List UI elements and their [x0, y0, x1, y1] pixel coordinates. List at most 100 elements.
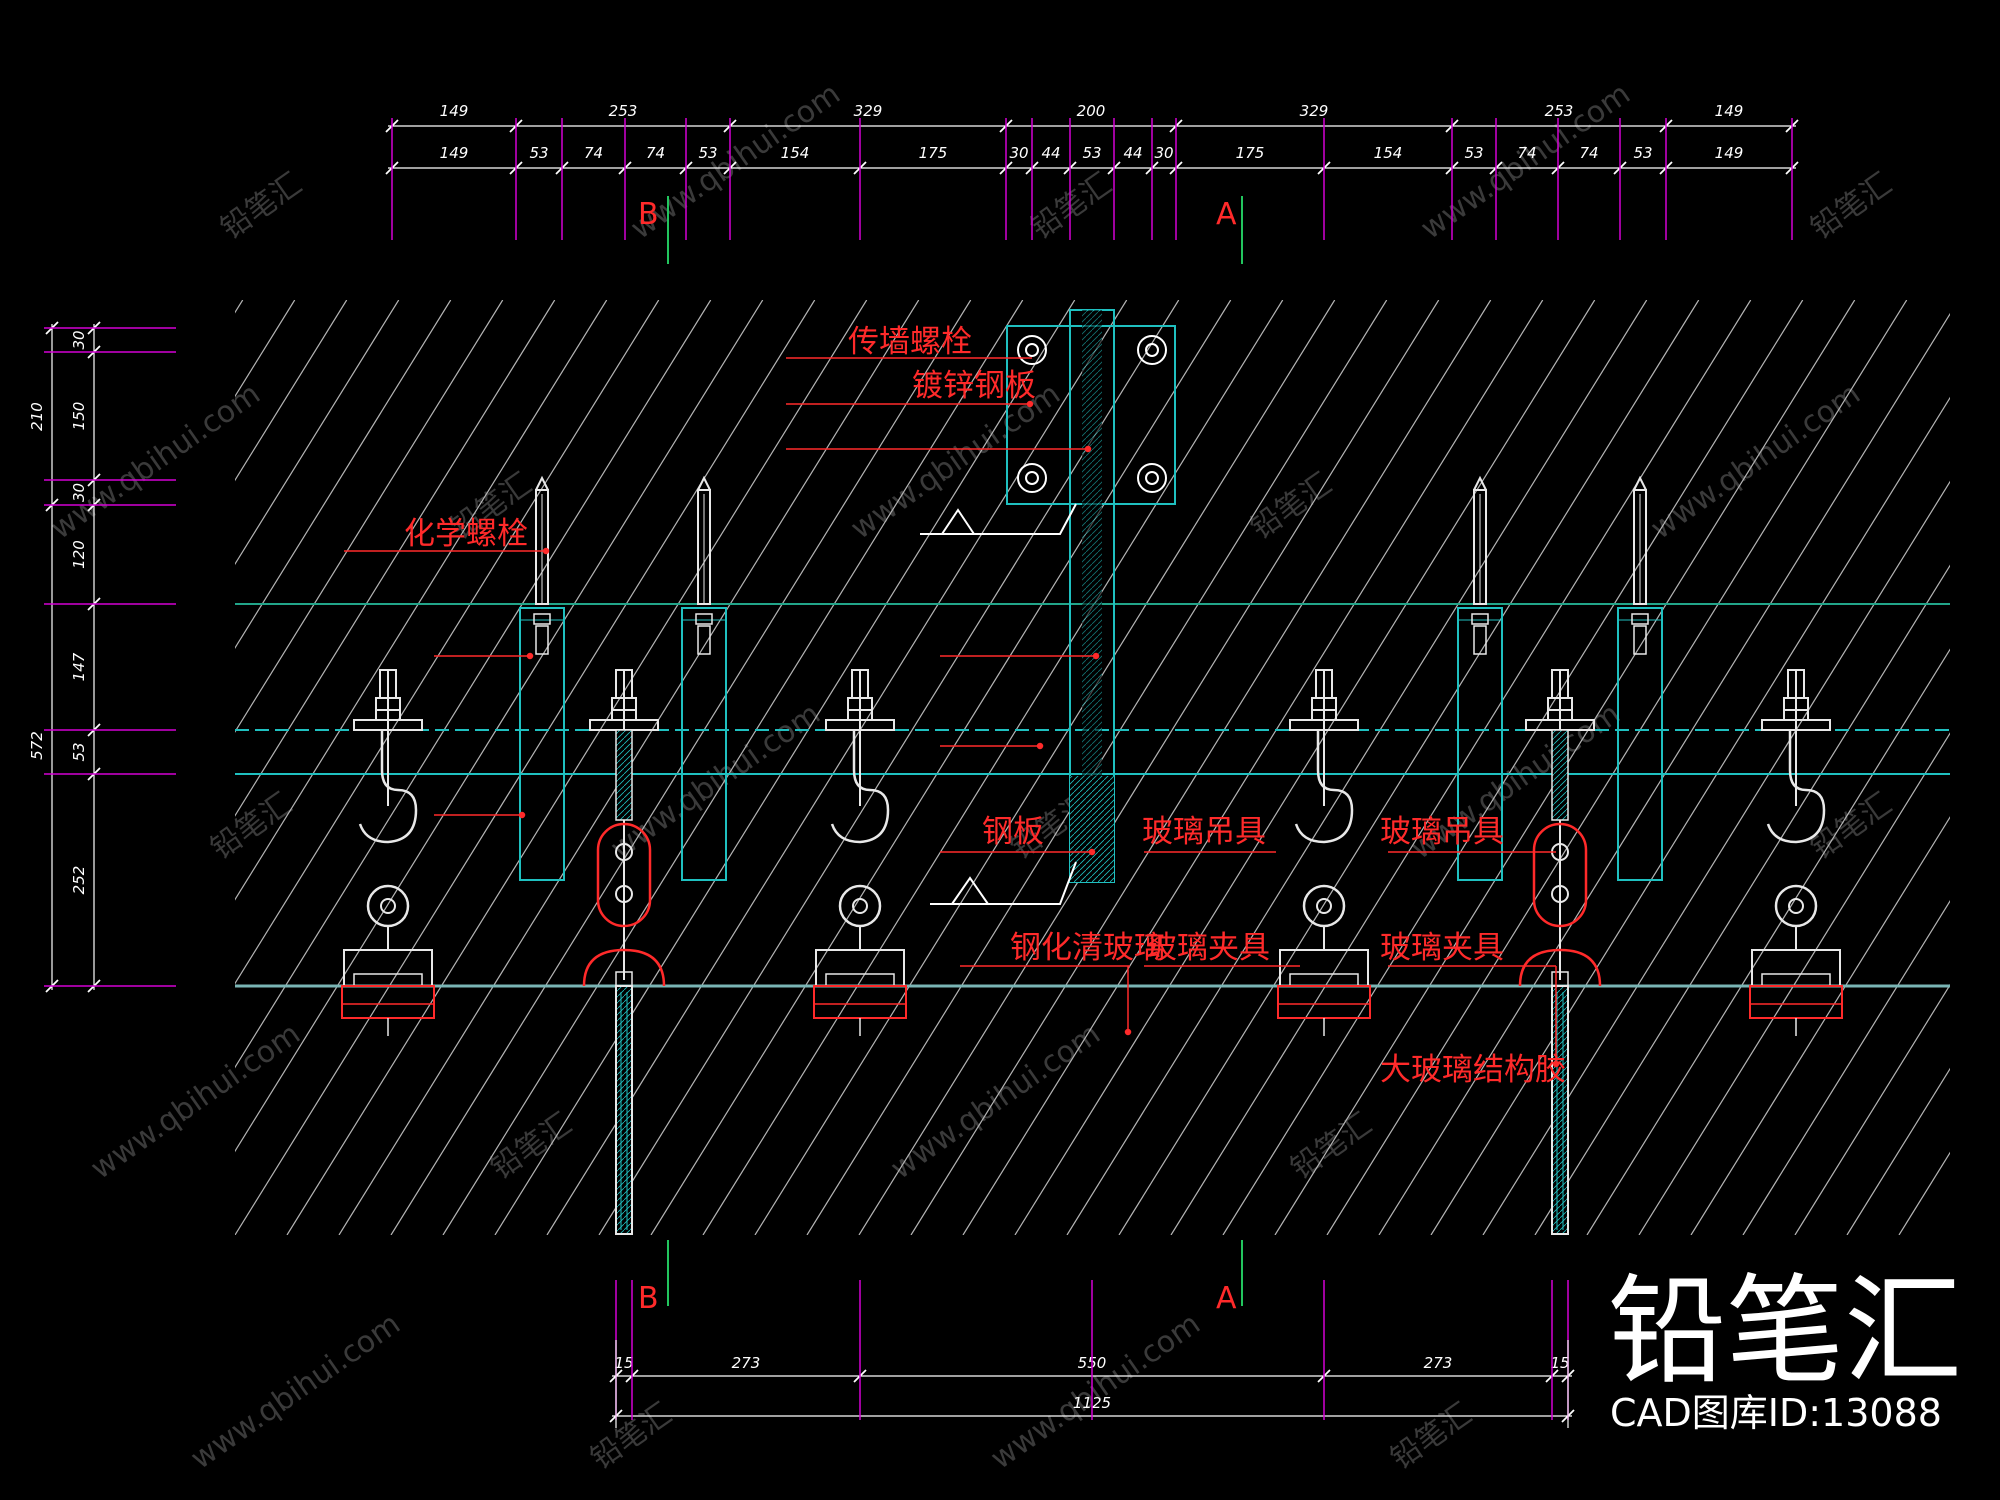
left-dim-inner-value: 150	[70, 402, 88, 431]
hatch-line	[1118, 300, 1700, 1235]
hatch-line	[1638, 732, 1950, 1235]
steel-post-core	[1082, 310, 1102, 780]
hatch-line	[1586, 648, 1950, 1235]
bottom-dim-row1-value: 15	[614, 1354, 633, 1372]
steel-post-weld-zone	[1070, 776, 1114, 882]
top-dim-row1-value: 253	[1545, 102, 1574, 120]
glass-fin-panel	[1551, 985, 1569, 1235]
watermark-text: 铅笔汇	[1025, 166, 1119, 246]
label-glass-hanger-center: 玻璃吊具	[1142, 814, 1266, 850]
hatch-line	[1951, 300, 2000, 1235]
hatch-line	[962, 300, 1544, 1235]
weld-symbol-icon	[920, 503, 1077, 535]
watermark-text: www.qbihui.com	[605, 696, 827, 866]
hatch-line	[1846, 1067, 1950, 1235]
central-steel-post	[920, 309, 1176, 905]
label-tempered-glass: 钢化清玻璃	[1010, 930, 1165, 966]
top-dim-row2-value: 30	[1154, 144, 1173, 162]
hatch-line	[858, 300, 1440, 1235]
chemical-anchor-bolt	[519, 475, 565, 881]
hook-icon	[1294, 730, 1354, 844]
through-bolt-heads	[1017, 335, 1167, 493]
glass-hanging-hardware	[341, 475, 1843, 1235]
hatch-line	[235, 300, 816, 1235]
top-dim-row2-value: 175	[1236, 144, 1265, 162]
top-dim-row1-value: 149	[440, 102, 469, 120]
hatch-line	[754, 300, 1336, 1235]
watermark-text: www.qbihui.com	[85, 1016, 307, 1186]
steel-bracket-plate	[1457, 607, 1503, 881]
hatch-line	[235, 300, 504, 733]
watermark-text: 铅笔汇	[1805, 166, 1899, 246]
hatch-line	[0, 300, 35, 1235]
hook-icon	[1766, 730, 1826, 844]
chain-link-icon	[596, 822, 652, 928]
glass-clamp-block	[815, 949, 905, 987]
section-marker-a-top: A	[1216, 197, 1237, 232]
bottom-dim-row1-value: 273	[732, 1354, 761, 1372]
top-dim-row1-value: 253	[609, 102, 638, 120]
label-glass-hanger-right: 玻璃吊具	[1380, 814, 1504, 850]
section-marker-b-bottom: B	[638, 1281, 659, 1316]
left-dim-inner-value: 53	[70, 742, 88, 761]
label-chemical-bolt: 化学螺栓	[404, 516, 528, 552]
top-dim-row2-value: 149	[1715, 144, 1744, 162]
glass-fin-hanger	[582, 669, 666, 1235]
hatch-line	[235, 300, 608, 901]
top-dim-row2-value: 74	[646, 144, 665, 162]
section-marker-b-top: B	[638, 197, 659, 232]
left-dim-inner-value: 147	[70, 652, 88, 681]
top-dim-row2-value: 74	[1517, 144, 1536, 162]
watermark-text: 铅笔汇	[1385, 1396, 1479, 1476]
brand-id-text: CAD图库ID:13088	[1610, 1391, 1942, 1435]
hatch-line	[1222, 300, 1804, 1235]
hatch-line	[235, 300, 660, 985]
hatch-line	[1742, 899, 1950, 1235]
left-dim-inner-value: 252	[70, 866, 88, 895]
chemical-anchor-bolt	[1617, 475, 1663, 881]
left-dim-outer-value: 572	[28, 731, 46, 760]
left-dim-outer-value: 210	[28, 402, 46, 431]
chemical-anchor-bolt	[681, 475, 727, 881]
hatch-line	[1534, 564, 1950, 1235]
hatch-line	[650, 300, 1232, 1235]
hook-icon	[358, 730, 418, 844]
hatch-line	[0, 300, 139, 1235]
hatch-line	[1898, 1151, 1950, 1235]
annotation-labels: 传墙螺栓 镀锌钢板 化学螺栓 钢板 玻璃吊具 玻璃吊具 钢化清玻璃 玻璃夹具 玻…	[404, 324, 1566, 1088]
hatch-line	[1690, 816, 1950, 1235]
top-dim-row2-value: 53	[529, 144, 548, 162]
glass-clamp-block	[1751, 949, 1841, 987]
top-dim-row2-value: 30	[1009, 144, 1028, 162]
bottom-dim-row1-value: 15	[1550, 1354, 1569, 1372]
label-steel-plate: 钢板	[982, 814, 1044, 850]
brand-block: 铅笔汇 CAD图库ID:13088	[1608, 1262, 1962, 1435]
fin-clamp-arch	[582, 948, 666, 987]
hatch-line	[1430, 396, 1950, 1235]
label-glass-clamp-center: 玻璃夹具	[1146, 930, 1270, 966]
glass-clamp-block	[343, 949, 433, 987]
left-dim-inner-value: 30	[70, 483, 88, 502]
watermark-text: www.qbihui.com	[985, 1306, 1207, 1476]
glass-hook-hanger	[1749, 669, 1843, 1036]
top-dim-row1-value: 149	[1715, 102, 1744, 120]
watermark-text: www.qbihui.com	[185, 1306, 407, 1476]
top-dim-row2-value: 175	[919, 144, 948, 162]
hatch-line	[1378, 312, 1950, 1235]
glass-clamp-block	[1279, 949, 1369, 987]
hatch-line	[235, 300, 296, 398]
glass-hook-hanger	[1277, 669, 1371, 1036]
hatch-line	[1794, 983, 1950, 1235]
glass-hook-hanger	[341, 669, 435, 1036]
hatch-line	[442, 300, 1024, 1235]
bolt-icon	[1137, 335, 1167, 365]
top-dim-row2-value: 44	[1041, 144, 1060, 162]
chemical-anchor-bolt	[1457, 475, 1503, 881]
bolt-icon	[1017, 463, 1047, 493]
steel-bracket-plate	[1617, 607, 1663, 881]
hatch-line	[494, 300, 1076, 1235]
watermark-text: www.qbihui.com	[885, 1016, 1107, 1186]
